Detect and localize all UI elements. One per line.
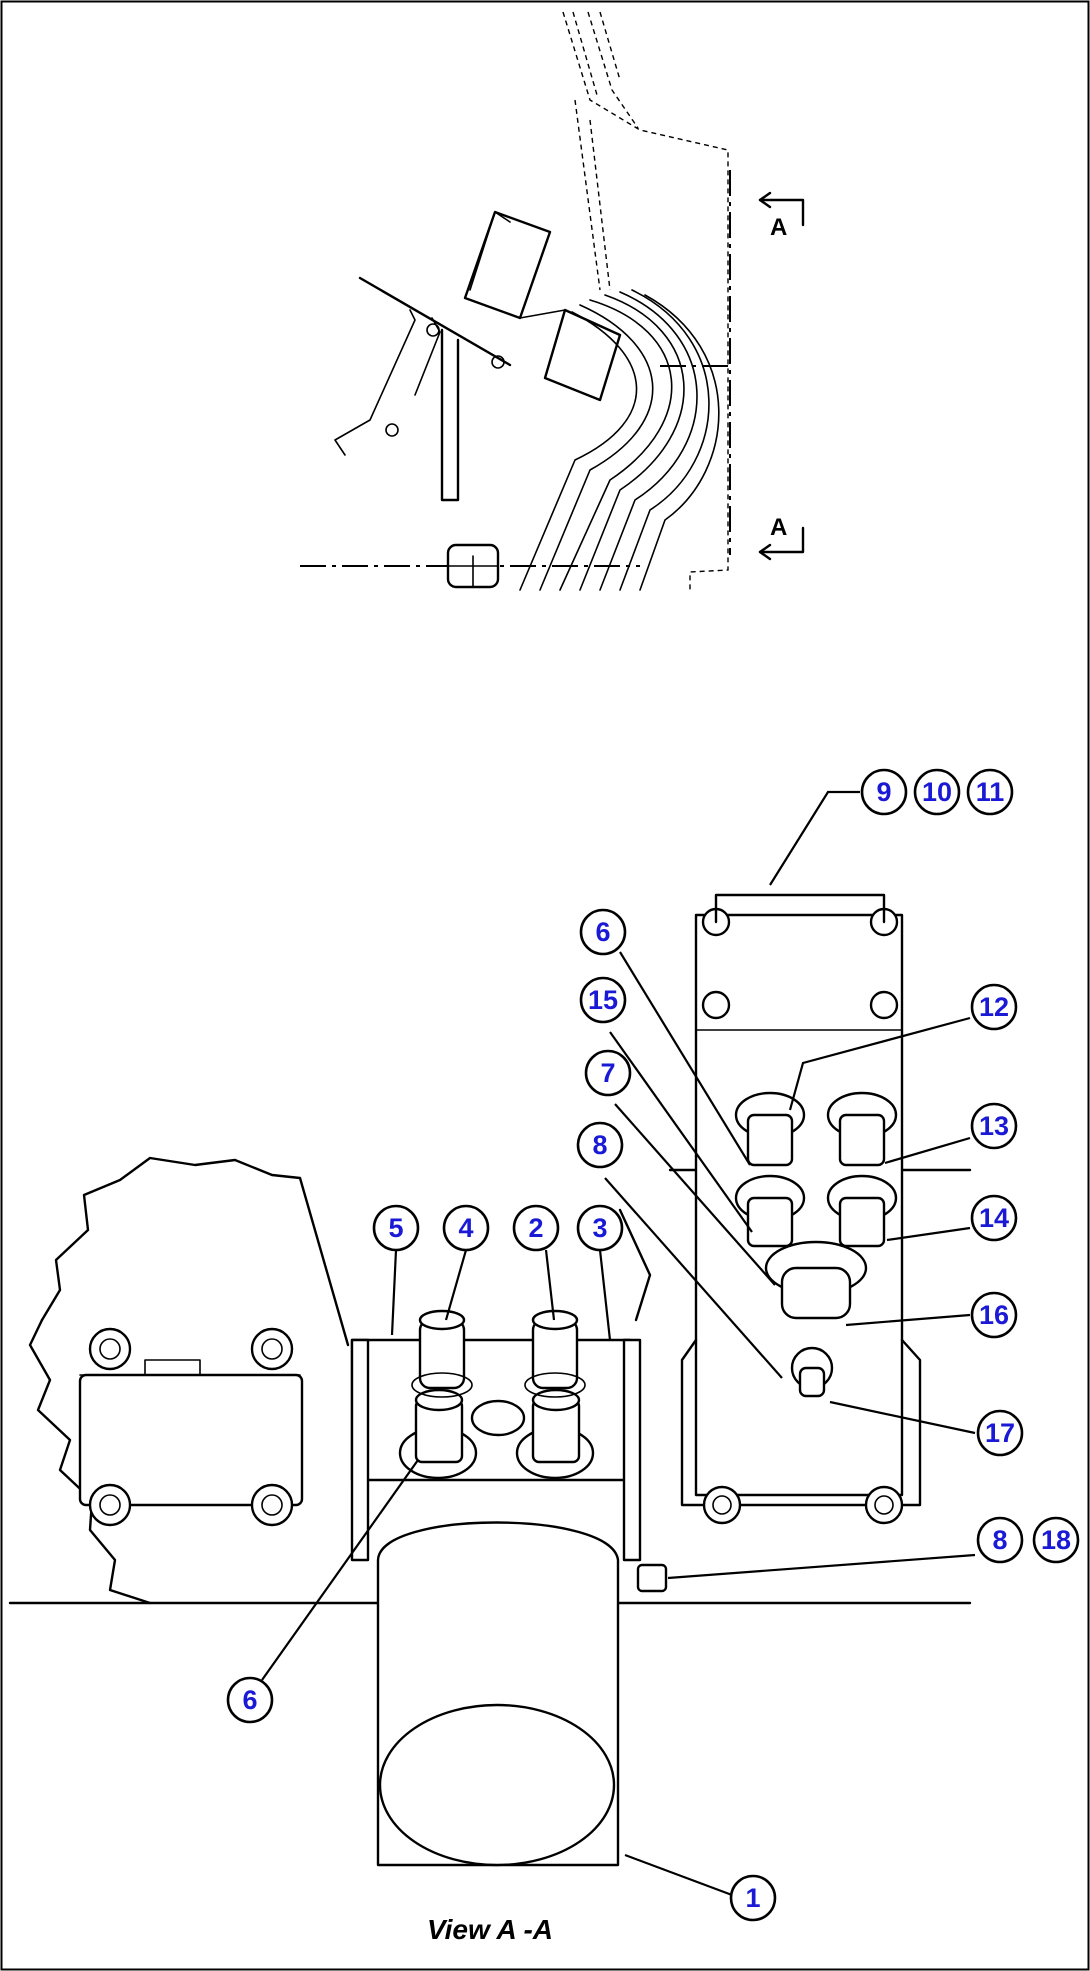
svg-text:14: 14 <box>979 1203 1009 1233</box>
callout-18: 18 <box>1032 1516 1080 1564</box>
callout-11: 11 <box>966 768 1014 816</box>
left-plate-bolts <box>88 1327 294 1527</box>
callout-6-lower: 6 <box>226 1676 274 1724</box>
callout-13: 13 <box>970 1102 1018 1150</box>
svg-text:16: 16 <box>979 1300 1009 1330</box>
svg-text:6: 6 <box>595 917 610 947</box>
svg-text:12: 12 <box>979 992 1009 1022</box>
svg-text:8: 8 <box>592 1130 607 1160</box>
callout-17: 17 <box>976 1409 1024 1457</box>
callout-14: 14 <box>970 1194 1018 1242</box>
callout-4: 4 <box>442 1204 490 1252</box>
callout-7: 7 <box>584 1049 632 1097</box>
manifold-ports <box>734 1091 898 1398</box>
callout-3: 3 <box>576 1204 624 1252</box>
section-mark-bottom: A <box>770 514 787 541</box>
section-mark-top: A <box>770 214 787 241</box>
callout-12: 12 <box>970 983 1018 1031</box>
svg-text:5: 5 <box>388 1213 403 1243</box>
callout-1: 1 <box>729 1874 777 1922</box>
svg-text:15: 15 <box>588 985 618 1015</box>
svg-text:8: 8 <box>992 1525 1007 1555</box>
svg-text:9: 9 <box>876 777 891 807</box>
section-view-a-a <box>8 893 972 1867</box>
callout-15: 15 <box>579 976 627 1024</box>
svg-text:10: 10 <box>922 777 952 807</box>
side-view: A A <box>300 11 805 591</box>
svg-text:7: 7 <box>600 1058 615 1088</box>
callout-16: 16 <box>970 1291 1018 1339</box>
callout-8-upper: 8 <box>576 1121 624 1169</box>
callout-5: 5 <box>372 1204 420 1252</box>
svg-text:6: 6 <box>242 1685 257 1715</box>
svg-text:11: 11 <box>976 777 1005 807</box>
svg-text:3: 3 <box>592 1213 607 1243</box>
head-fittings <box>398 1309 595 1480</box>
svg-text:2: 2 <box>528 1213 543 1243</box>
callout-8-lower: 8 <box>976 1516 1024 1564</box>
callout-2: 2 <box>512 1204 560 1252</box>
svg-text:4: 4 <box>458 1213 473 1243</box>
callout-9: 9 <box>860 768 908 816</box>
svg-text:1: 1 <box>745 1883 760 1913</box>
svg-text:17: 17 <box>985 1418 1015 1448</box>
leader-lines <box>261 790 976 1897</box>
callout-6-upper: 6 <box>579 908 627 956</box>
view-title: View A -A <box>426 1914 553 1945</box>
callout-10: 10 <box>913 768 961 816</box>
svg-text:18: 18 <box>1041 1525 1071 1555</box>
svg-text:13: 13 <box>979 1111 1009 1141</box>
